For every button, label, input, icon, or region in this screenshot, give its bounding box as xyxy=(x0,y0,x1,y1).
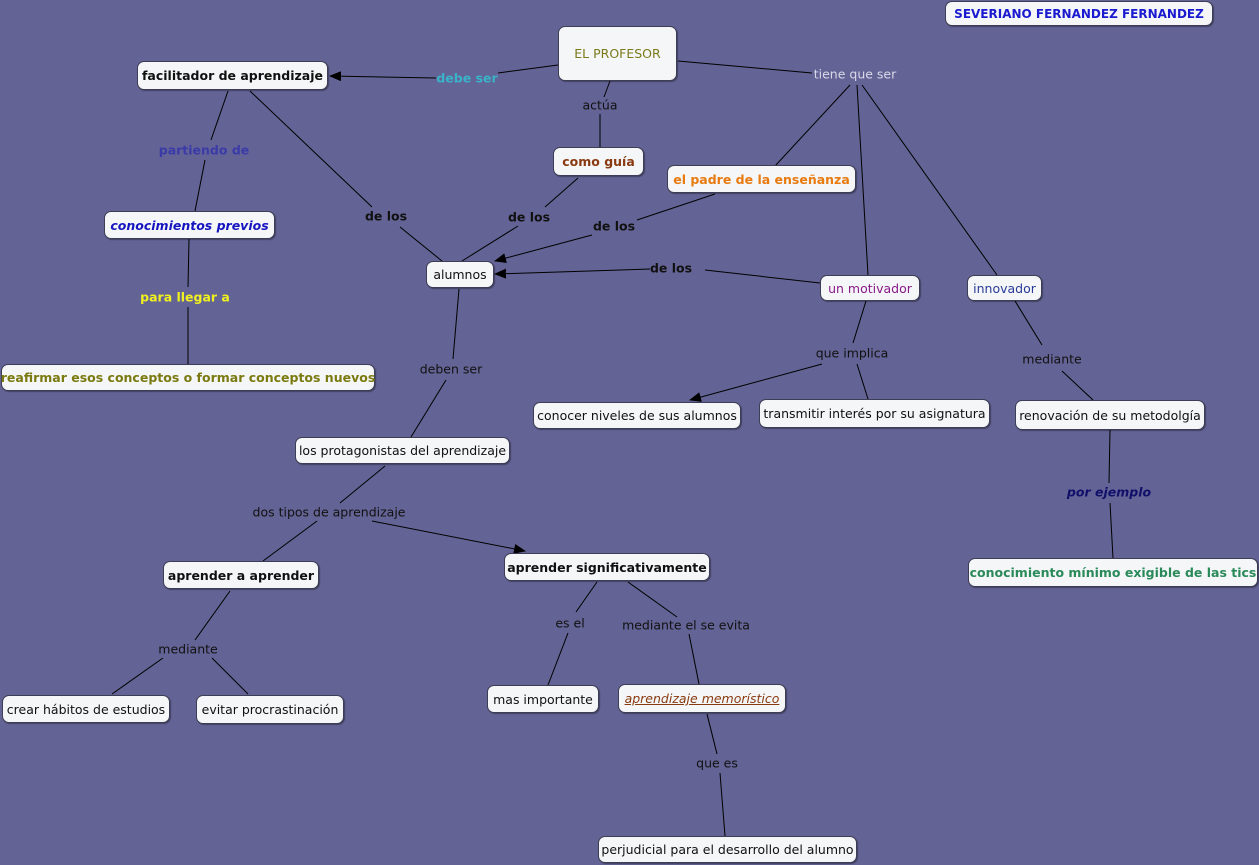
node-alumnos[interactable]: alumnos xyxy=(426,261,494,288)
link-label-de-los: de los xyxy=(507,209,551,225)
node-un-motivador[interactable]: un motivador xyxy=(820,275,920,301)
node-aprender-significativamente[interactable]: aprender significativamente xyxy=(504,553,710,581)
connector-line xyxy=(1108,429,1111,484)
connector-line xyxy=(544,177,579,208)
connector-line xyxy=(262,520,318,562)
link-label-mediante: mediante xyxy=(158,641,218,657)
link-label-por-ejemplo: por ejemplo xyxy=(1066,484,1152,500)
node-renovacion-metodologia[interactable]: renovación de su metodolgía xyxy=(1015,400,1205,430)
link-label-deben-ser: deben ser xyxy=(419,361,483,377)
connector-line xyxy=(774,84,851,167)
node-aprender-a-aprender[interactable]: aprender a aprender xyxy=(163,561,319,589)
connector-line xyxy=(1014,300,1043,346)
author-label: SEVERIANO FERNANDEZ FERNANDEZ xyxy=(945,1,1213,26)
link-label-es-el: es el xyxy=(555,615,585,631)
connector-line xyxy=(706,713,718,755)
node-crear-habitos[interactable]: crear hábitos de estudios xyxy=(2,695,170,723)
connector-line xyxy=(719,772,726,837)
connector-arrow xyxy=(329,71,437,82)
link-label-dos-tipos-de-aprendizaje: dos tipos de aprendizaje xyxy=(252,504,406,520)
link-label-actua: actúa xyxy=(582,97,618,113)
connector-line xyxy=(1109,502,1114,559)
node-transmitir-interes[interactable]: transmitir interés por su asignatura xyxy=(759,399,990,428)
node-el-padre-de-la-ensenanza[interactable]: el padre de la enseñanza xyxy=(667,165,856,193)
node-conocimiento-minimo-tics[interactable]: conocimiento mínimo exigible de las tics xyxy=(968,558,1258,587)
connector-line xyxy=(211,657,249,695)
connector-line xyxy=(410,379,447,438)
node-como-guia[interactable]: como guía xyxy=(553,147,644,176)
connector-line xyxy=(575,581,598,613)
node-conocimientos-previos[interactable]: conocimientos previos xyxy=(104,211,275,239)
connector-line xyxy=(249,90,373,208)
connector-line xyxy=(1061,370,1094,401)
node-reafirmar-conceptos[interactable]: reafirmar esos conceptos o formar concep… xyxy=(1,364,375,391)
connector-line xyxy=(636,193,716,221)
link-label-tiene-que-ser: tiene que ser xyxy=(813,66,897,82)
link-label-que-implica: que implica xyxy=(815,345,889,361)
connector-arrow xyxy=(371,520,526,554)
connector-line xyxy=(452,288,460,360)
link-label-de-los: de los xyxy=(592,218,636,234)
node-innovador[interactable]: innovador xyxy=(967,275,1042,301)
connector-line xyxy=(861,84,998,276)
link-label-de-los: de los xyxy=(649,260,693,276)
node-evitar-procrastinacion[interactable]: evitar procrastinación xyxy=(196,695,344,724)
link-label-para-llegar-a: para llegar a xyxy=(140,289,230,305)
connector-line xyxy=(399,226,443,262)
connector-arrow xyxy=(494,234,593,263)
node-perjudicial[interactable]: perjudicial para el desarrollo del alumn… xyxy=(598,836,857,863)
connector-line xyxy=(704,269,821,284)
connector-line xyxy=(187,238,190,288)
connector-line xyxy=(461,225,519,262)
connector-line xyxy=(627,581,678,618)
link-label-mediante: mediante xyxy=(1022,351,1082,367)
link-label-de-los: de los xyxy=(364,208,408,224)
connector-arrow xyxy=(689,363,823,402)
connector-line xyxy=(603,80,611,98)
connector-line xyxy=(677,60,813,74)
connector-line xyxy=(194,159,206,212)
node-aprendizaje-memoristico[interactable]: aprendizaje memorístico xyxy=(618,684,786,713)
node-facilitador-de-aprendizaje[interactable]: facilitador de aprendizaje xyxy=(137,61,328,90)
connector-line xyxy=(856,363,869,400)
connector-line xyxy=(497,64,559,74)
link-label-partiendo-de: partiendo de xyxy=(158,142,250,158)
connector-line xyxy=(194,590,231,641)
connector-line xyxy=(210,90,229,141)
connector-line xyxy=(111,657,164,695)
node-protagonistas-del-aprendizaje[interactable]: los protagonistas del aprendizaje xyxy=(295,437,510,464)
connector-line xyxy=(339,465,386,504)
connector-line xyxy=(688,633,700,685)
connector-line xyxy=(852,300,867,344)
connector-line xyxy=(856,84,869,276)
link-label-mediante-el-se-evita: mediante el se evita xyxy=(622,617,750,633)
link-label-debe-ser: debe ser xyxy=(436,70,498,86)
connector-arrow xyxy=(494,268,651,279)
node-conocer-niveles[interactable]: conocer niveles de sus alumnos xyxy=(533,402,741,429)
connector-line xyxy=(547,632,569,686)
node-el-profesor[interactable]: EL PROFESOR xyxy=(558,26,677,81)
link-label-que-es: que es xyxy=(696,755,738,771)
node-mas-importante[interactable]: mas importante xyxy=(487,685,599,713)
